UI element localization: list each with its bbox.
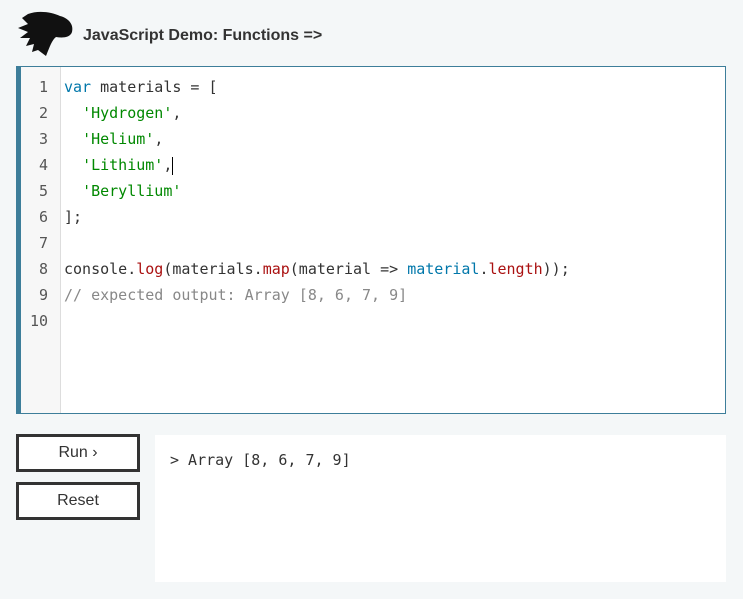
dinosaur-logo-icon	[18, 11, 73, 56]
code-token-cm: // expected output: Array [8, 6, 7, 9]	[64, 286, 408, 304]
code-token-pl: ,	[154, 130, 164, 148]
code-token-pl: ));	[542, 260, 570, 278]
text-cursor	[172, 156, 174, 175]
line-number: 1	[38, 78, 48, 96]
line-number-gutter	[21, 67, 61, 413]
code-line[interactable]: 8 console.log(materials.map(material => m…	[21, 256, 725, 282]
console-output: > Array [8, 6, 7, 9]	[155, 435, 726, 582]
code-line[interactable]: 2 'Hydrogen',	[21, 100, 725, 126]
line-number: 3	[38, 130, 48, 148]
code-text: 'Lithium',	[64, 152, 174, 178]
code-text: ];	[64, 204, 82, 230]
code-text: var materials = [	[64, 74, 218, 100]
code-text: // expected output: Array [8, 6, 7, 9]	[64, 282, 407, 308]
code-token-pl: ];	[64, 208, 83, 226]
code-token-pl: ,	[172, 104, 182, 122]
run-button[interactable]: Run ›	[16, 434, 140, 472]
code-token-pl	[64, 130, 82, 148]
code-line[interactable]: 10	[21, 308, 725, 334]
code-text: 'Beryllium'	[64, 178, 181, 204]
page-title: JavaScript Demo: Functions =>	[83, 27, 323, 44]
code-token-str: 'Helium'	[82, 130, 155, 148]
code-token-fn: log	[136, 260, 164, 278]
code-token-var2: material	[407, 260, 480, 278]
code-line[interactable]: 9 // expected output: Array [8, 6, 7, 9]	[21, 282, 725, 308]
code-token-kw: var	[64, 78, 92, 96]
code-token-pl	[64, 182, 82, 200]
code-token-pl: materials = [	[91, 78, 218, 96]
code-token-fn: length	[488, 260, 543, 278]
line-number: 4	[38, 156, 48, 174]
output-text: > Array [8, 6, 7, 9]	[170, 451, 351, 469]
code-text: 'Hydrogen',	[64, 100, 181, 126]
code-token-pl	[64, 104, 82, 122]
code-line[interactable]: 1 var materials = [	[21, 74, 725, 100]
code-line[interactable]: 5 'Beryllium'	[21, 178, 725, 204]
code-line[interactable]: 7	[21, 230, 725, 256]
code-text: 'Helium',	[64, 126, 163, 152]
code-token-pl: console.	[64, 260, 137, 278]
code-token-pl: .	[479, 260, 489, 278]
line-number: 8	[38, 260, 48, 278]
code-token-fn: map	[262, 260, 290, 278]
code-token-pl: (materials.	[163, 260, 263, 278]
code-text: console.log(materials.map(material => ma…	[64, 256, 570, 282]
line-number: 2	[38, 104, 48, 122]
line-number: 6	[38, 208, 48, 226]
line-number: 7	[38, 234, 48, 252]
reset-button[interactable]: Reset	[16, 482, 140, 520]
code-token-str: 'Hydrogen'	[82, 104, 173, 122]
code-token-pl: ,	[163, 156, 173, 174]
code-token-pl	[64, 156, 82, 174]
code-line[interactable]: 3 'Helium',	[21, 126, 725, 152]
code-token-str: 'Beryllium'	[82, 182, 182, 200]
line-number: 5	[38, 182, 48, 200]
line-number: 10	[29, 312, 48, 330]
code-line[interactable]: 4 'Lithium',	[21, 152, 725, 178]
line-number: 9	[38, 286, 48, 304]
code-line[interactable]: 6];	[21, 204, 725, 230]
code-token-pl: (material =>	[289, 260, 408, 278]
code-token-str: 'Lithium'	[82, 156, 164, 174]
